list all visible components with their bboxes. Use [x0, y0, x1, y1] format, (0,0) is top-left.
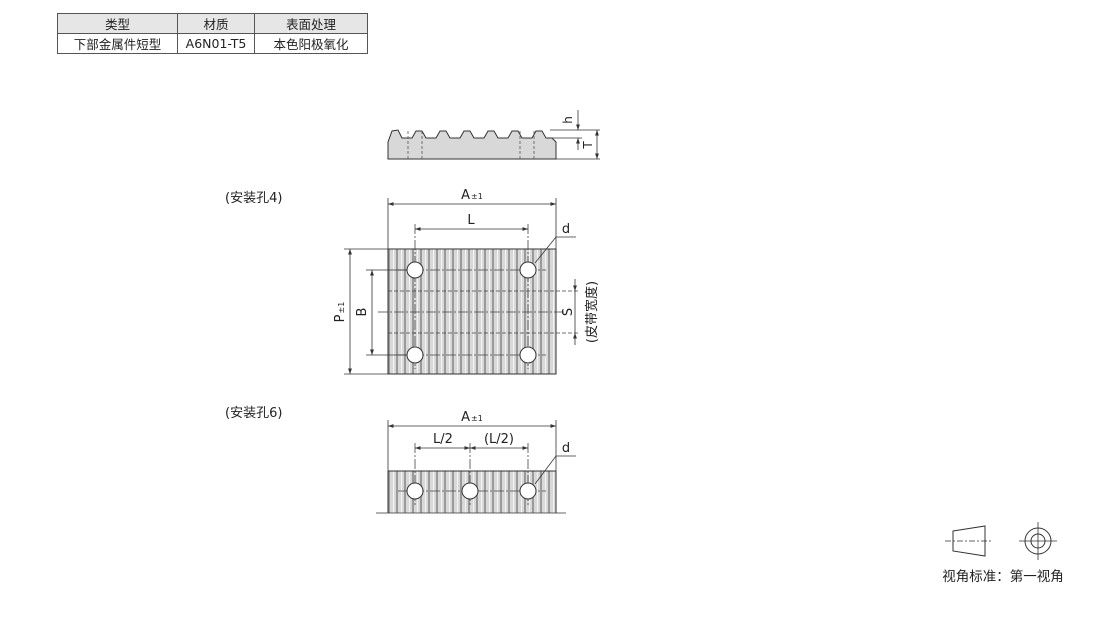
header-surface: 表面处理 [254, 13, 368, 34]
dim-label-t: T [581, 141, 595, 150]
dim-label-s: S [561, 308, 576, 316]
dim-label-p: P±1 [333, 302, 348, 323]
dim-label-d: d [562, 441, 570, 456]
dim-label-b: B [355, 308, 370, 317]
dim-label-a: A±1 [461, 410, 483, 425]
caption-4-holes: (安装孔4) [225, 191, 282, 206]
cell-surface: 本色阳极氧化 [254, 33, 368, 54]
mounting-hole [519, 261, 537, 279]
spec-table-row: 下部金属件短型 A6N01-T5 本色阳极氧化 [57, 33, 368, 54]
projection-label: 视角标准：第一视角 [942, 568, 1064, 585]
leader-d [534, 455, 576, 485]
header-type: 类型 [57, 13, 178, 34]
dim-label-l-half: L/2 [433, 432, 453, 447]
top-view-6-holes: (安装孔6) A±1 L/2 (L/2) [225, 406, 576, 514]
projection-circles-icon [1019, 522, 1057, 560]
spec-table-header-row: 类型 材质 表面处理 [57, 13, 368, 34]
dim-label-l-half-ref: (L/2) [484, 432, 514, 447]
mounting-hole [461, 482, 479, 500]
dim-label-h: h [561, 116, 575, 124]
dim-label-d: d [562, 222, 570, 237]
spec-table: 类型 材质 表面处理 下部金属件短型 A6N01-T5 本色阳极氧化 [57, 13, 368, 54]
dim-label-l: L [467, 213, 475, 228]
projection-symbol: 视角标准：第一视角 [942, 522, 1064, 585]
caption-6-holes: (安装孔6) [225, 406, 282, 421]
dim-label-a: A±1 [461, 188, 483, 203]
top-view-4-holes: (安装孔4) [225, 188, 600, 375]
mounting-hole [406, 261, 424, 279]
mounting-hole [406, 346, 424, 364]
header-material: 材质 [177, 13, 255, 34]
belt-width-note: (皮带宽度) [584, 281, 600, 343]
mounting-hole [519, 482, 537, 500]
side-view: h T [387, 110, 600, 160]
side-view-body [387, 129, 557, 160]
cell-type: 下部金属件短型 [57, 33, 178, 54]
leader-d [534, 236, 576, 264]
mounting-hole [519, 346, 537, 364]
mounting-hole [406, 482, 424, 500]
cell-material: A6N01-T5 [177, 33, 255, 54]
